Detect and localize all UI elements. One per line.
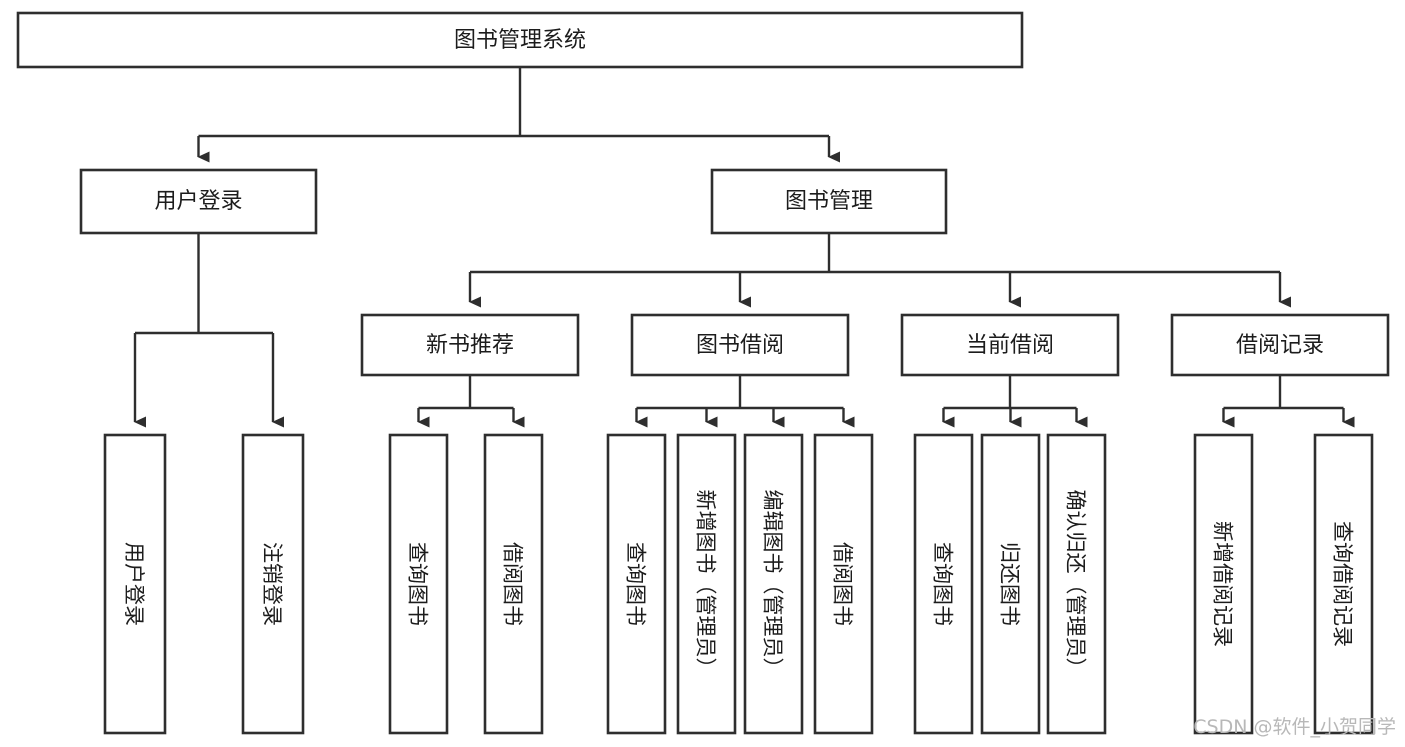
leaf-query-book-3-label: 查询图书 bbox=[931, 542, 955, 626]
leaf-query-book-2-label: 查询图书 bbox=[624, 542, 648, 626]
node-root-label: 图书管理系统 bbox=[454, 28, 586, 53]
leaf-user-logout-label: 注销登录 bbox=[260, 542, 284, 626]
node-book-management[interactable]: 图书管理 bbox=[710, 168, 948, 235]
node-borrow-record-box[interactable] bbox=[1170, 313, 1390, 377]
node-root[interactable]: 图书管理系统 bbox=[16, 11, 1024, 69]
leaf-query-book-2[interactable]: 查询图书 bbox=[606, 433, 667, 735]
leaf-return-book[interactable]: 归还图书 bbox=[980, 433, 1041, 735]
leaf-user-logout[interactable]: 注销登录 bbox=[241, 433, 305, 735]
leaf-add-book-admin-box[interactable] bbox=[676, 433, 737, 735]
node-user-login[interactable]: 用户登录 bbox=[79, 168, 318, 235]
leaf-query-book-1[interactable]: 查询图书 bbox=[388, 433, 449, 735]
leaf-query-book-1-label: 查询图书 bbox=[406, 542, 430, 626]
node-borrow-record-label: 借阅记录 bbox=[1236, 333, 1324, 358]
leaf-query-book-3[interactable]: 查询图书 bbox=[913, 433, 974, 735]
leaf-edit-book-admin-box[interactable] bbox=[743, 433, 804, 735]
node-book-management-box[interactable] bbox=[710, 168, 948, 235]
leaf-user-login-do-box[interactable] bbox=[103, 433, 167, 735]
node-user-login-box[interactable] bbox=[79, 168, 318, 235]
node-current-borrow-box[interactable] bbox=[900, 313, 1120, 377]
leaf-borrow-book-1-box[interactable] bbox=[483, 433, 544, 735]
leaf-confirm-return-admin[interactable]: 确认归还（管理员） bbox=[1046, 433, 1107, 735]
node-book-borrow-label: 图书借阅 bbox=[696, 333, 784, 358]
node-new-book-recommend-label: 新书推荐 bbox=[426, 333, 514, 358]
node-new-book-recommend[interactable]: 新书推荐 bbox=[360, 313, 580, 377]
leaf-add-borrow-record-box[interactable] bbox=[1193, 433, 1254, 735]
connector-layer bbox=[133, 67, 1355, 428]
leaf-borrow-book-2[interactable]: 借阅图书 bbox=[813, 433, 874, 735]
leaf-query-book-2-box[interactable] bbox=[606, 433, 667, 735]
leaf-confirm-return-admin-box[interactable] bbox=[1046, 433, 1107, 735]
leaf-borrow-book-1[interactable]: 借阅图书 bbox=[483, 433, 544, 735]
node-book-borrow[interactable]: 图书借阅 bbox=[630, 313, 850, 377]
leaf-add-book-admin[interactable]: 新增图书（管理员） bbox=[676, 433, 737, 735]
leaf-query-borrow-record-label: 查询借阅记录 bbox=[1331, 521, 1355, 647]
leaf-borrow-book-2-box[interactable] bbox=[813, 433, 874, 735]
leaf-return-book-box[interactable] bbox=[980, 433, 1041, 735]
leaf-add-borrow-record[interactable]: 新增借阅记录 bbox=[1193, 433, 1254, 735]
node-new-book-recommend-box[interactable] bbox=[360, 313, 580, 377]
node-current-borrow[interactable]: 当前借阅 bbox=[900, 313, 1120, 377]
leaf-edit-book-admin-label: 编辑图书（管理员） bbox=[761, 490, 785, 679]
leaf-query-book-1-box[interactable] bbox=[388, 433, 449, 735]
node-root-box[interactable] bbox=[16, 11, 1024, 69]
leaf-add-book-admin-label: 新增图书（管理员） bbox=[694, 490, 718, 679]
leaf-add-borrow-record-label: 新增借阅记录 bbox=[1211, 521, 1235, 647]
leaf-user-logout-box[interactable] bbox=[241, 433, 305, 735]
node-borrow-record[interactable]: 借阅记录 bbox=[1170, 313, 1390, 377]
leaf-user-login-do-label: 用户登录 bbox=[122, 542, 146, 626]
leaf-return-book-label: 归还图书 bbox=[998, 542, 1022, 626]
node-book-management-label: 图书管理 bbox=[785, 189, 873, 214]
node-user-login-label: 用户登录 bbox=[154, 189, 242, 214]
leaf-borrow-book-2-label: 借阅图书 bbox=[831, 542, 855, 626]
leaf-query-book-3-box[interactable] bbox=[913, 433, 974, 735]
node-book-borrow-box[interactable] bbox=[630, 313, 850, 377]
leaf-confirm-return-admin-label: 确认归还（管理员） bbox=[1064, 490, 1088, 679]
node-current-borrow-label: 当前借阅 bbox=[966, 333, 1054, 358]
leaf-query-borrow-record-box[interactable] bbox=[1313, 433, 1374, 735]
leaf-query-borrow-record[interactable]: 查询借阅记录 bbox=[1313, 433, 1374, 735]
csdn-watermark: CSDN @软件_小贺同学 bbox=[1193, 716, 1396, 738]
leaf-borrow-book-1-label: 借阅图书 bbox=[501, 542, 525, 626]
leaf-user-login-do[interactable]: 用户登录 bbox=[103, 433, 167, 735]
leaf-edit-book-admin[interactable]: 编辑图书（管理员） bbox=[743, 433, 804, 735]
